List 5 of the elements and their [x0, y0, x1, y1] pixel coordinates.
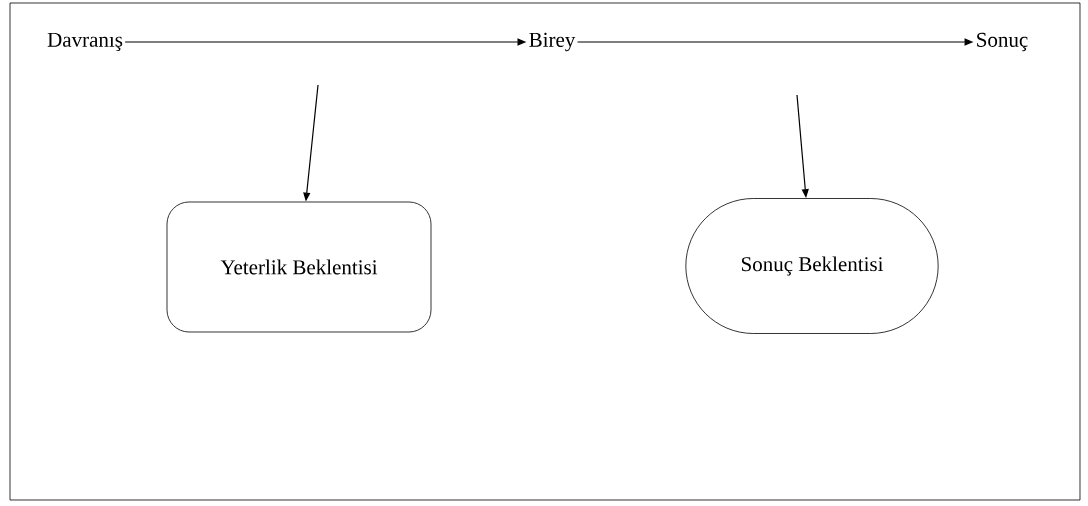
rounded-box: Yeterlik Beklentisi: [166, 201, 432, 333]
rounded-box: Sonuç Beklentisi: [685, 198, 939, 334]
node-text: Birey: [529, 32, 576, 52]
node-text: Davranış: [47, 32, 123, 52]
node-text: Sonuç: [977, 32, 1028, 52]
